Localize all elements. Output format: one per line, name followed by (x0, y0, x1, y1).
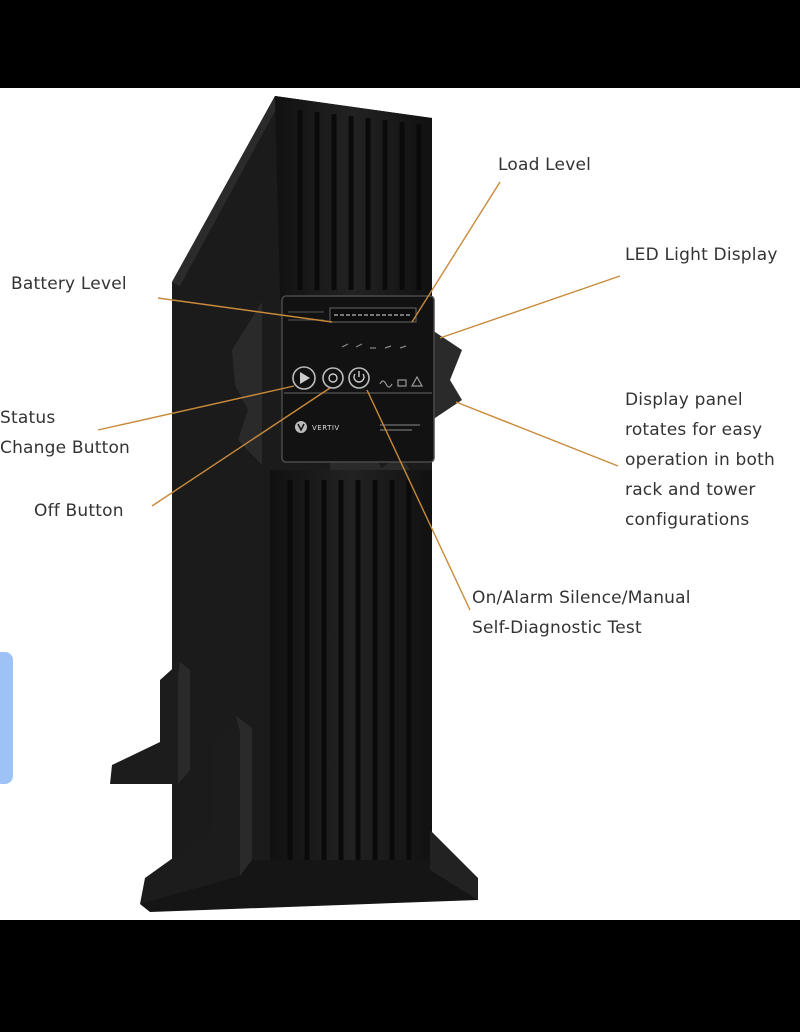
leader-off-button (151, 387, 331, 507)
callout-line: Status (0, 408, 56, 428)
callout-display-panel: Display panel rotates for easy operation… (625, 385, 800, 535)
side-scroll-tab[interactable] (0, 652, 13, 784)
leader-on-alarm (366, 389, 471, 611)
bottom-letterbox (0, 920, 800, 1032)
callout-led-light-display: LED Light Display (625, 245, 778, 265)
power-icon (353, 371, 365, 383)
leader-battery-level (157, 297, 333, 323)
callout-off-button: Off Button (34, 501, 124, 521)
status-indicator-icons (379, 375, 424, 388)
battery-icon (397, 379, 407, 387)
off-button[interactable] (322, 367, 344, 389)
callout-status-change-button: Status Change Button (0, 403, 170, 463)
sine-wave-icon (379, 380, 393, 388)
product-diagram: VERTIV Load Level LED Light Display (0, 88, 800, 920)
brand-name: VERTIV (312, 424, 340, 432)
callout-load-level: Load Level (498, 155, 592, 175)
callout-on-alarm-silence: On/Alarm Silence/Manual Self-Diagnostic … (472, 583, 772, 643)
callout-line: On/Alarm Silence/Manual (472, 588, 691, 608)
play-icon (300, 372, 310, 384)
callout-line: rotates for easy (625, 420, 763, 440)
callout-line: configurations (625, 510, 750, 530)
leader-display-panel (455, 401, 619, 467)
front-foot (140, 716, 478, 912)
top-vent-grille (297, 110, 422, 290)
circle-target-icon (328, 373, 338, 383)
leader-led-display (439, 275, 621, 339)
top-letterbox (0, 0, 800, 88)
v-mark-icon (297, 423, 305, 432)
callout-line: operation in both (625, 450, 775, 470)
ups-illustration: VERTIV (97, 96, 621, 912)
callout-line: Display panel (625, 390, 743, 410)
leader-load-level (411, 181, 501, 323)
callout-battery-level: Battery Level (11, 274, 127, 294)
leader-status-change (97, 385, 295, 431)
vertiv-logo: VERTIV (295, 421, 420, 433)
callout-line: Change Button (0, 438, 131, 458)
on-alarm-button[interactable] (348, 367, 370, 389)
callout-line: rack and tower (625, 480, 756, 500)
callout-leader-lines (97, 181, 621, 611)
bottom-vent-grille (287, 480, 412, 880)
status-change-button[interactable] (292, 366, 316, 390)
rear-foot (110, 662, 190, 784)
callout-line: Self-Diagnostic Test (472, 618, 642, 638)
warning-icon (410, 375, 424, 387)
